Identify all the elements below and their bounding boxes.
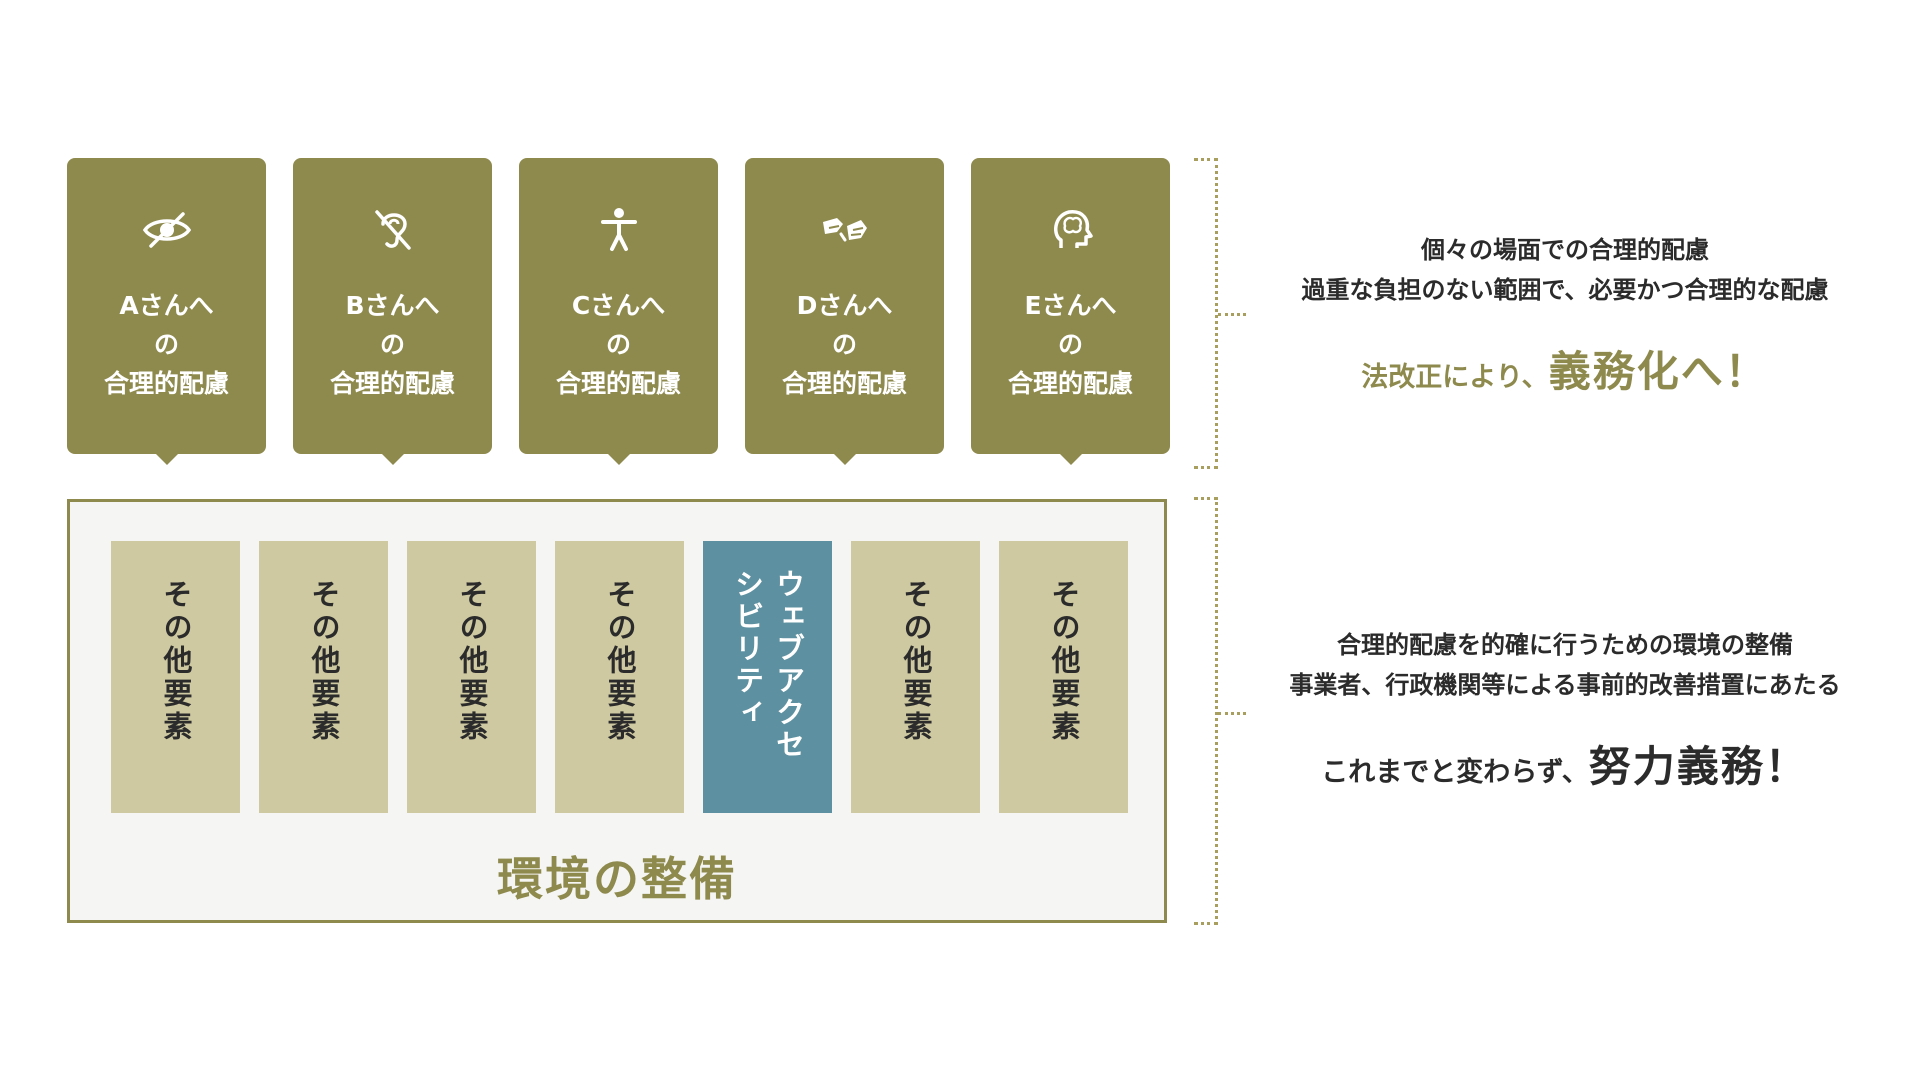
pillar-other: その他要素 bbox=[111, 541, 240, 813]
card-label: Eさんへの合理的配慮 bbox=[1007, 291, 1133, 398]
pillar-web-accessibility: ウェブアクセシビリティ bbox=[703, 541, 832, 813]
obligation-statement: 法改正により、義務化へ！ bbox=[1361, 347, 1769, 396]
brain-head-icon bbox=[1043, 202, 1099, 258]
card-label: Cさんへの合理的配慮 bbox=[555, 291, 681, 398]
pillar-other: その他要素 bbox=[999, 541, 1128, 813]
ear-slash-icon bbox=[365, 202, 421, 258]
pillar-other: その他要素 bbox=[259, 541, 388, 813]
accessibility-person-icon bbox=[591, 202, 647, 258]
top-description: 個々の場面での合理的配慮 過重な負担のない範囲で、必要かつ合理的な配慮 法改正に… bbox=[1255, 230, 1875, 399]
accommodation-card-a: Aさんへの合理的配慮 bbox=[67, 158, 266, 465]
environment-panel: その他要素 その他要素 その他要素 その他要素 ウェブアクセシビリティ その他要… bbox=[67, 499, 1167, 923]
top-bracket bbox=[1194, 158, 1246, 469]
environment-title: 環境の整備 bbox=[497, 852, 737, 906]
eye-slash-icon bbox=[139, 202, 195, 258]
accommodation-card-b: Bさんへの合理的配慮 bbox=[293, 158, 492, 465]
pillar-other: その他要素 bbox=[555, 541, 684, 813]
accommodation-card-d: Dさんへの合理的配慮 bbox=[745, 158, 944, 465]
pillar-other: その他要素 bbox=[851, 541, 980, 813]
bottom-description: 合理的配慮を的確に行うための環境の整備 事業者、行政機関等による事前的改善措置に… bbox=[1255, 625, 1875, 794]
web-accessibility-label: ウェブアクセシビリティ bbox=[730, 569, 806, 761]
card-label: Bさんへの合理的配慮 bbox=[329, 291, 455, 398]
sign-language-icon bbox=[817, 202, 873, 258]
accommodation-card-e: Eさんへの合理的配慮 bbox=[971, 158, 1170, 465]
card-label: Dさんへの合理的配慮 bbox=[781, 291, 907, 398]
pillar-other: その他要素 bbox=[407, 541, 536, 813]
bottom-bracket bbox=[1194, 497, 1246, 925]
effort-statement: これまでと変わらず、努力義務！ bbox=[1321, 742, 1809, 791]
card-label: Aさんへの合理的配慮 bbox=[103, 291, 229, 398]
accommodation-card-c: Cさんへの合理的配慮 bbox=[519, 158, 718, 465]
